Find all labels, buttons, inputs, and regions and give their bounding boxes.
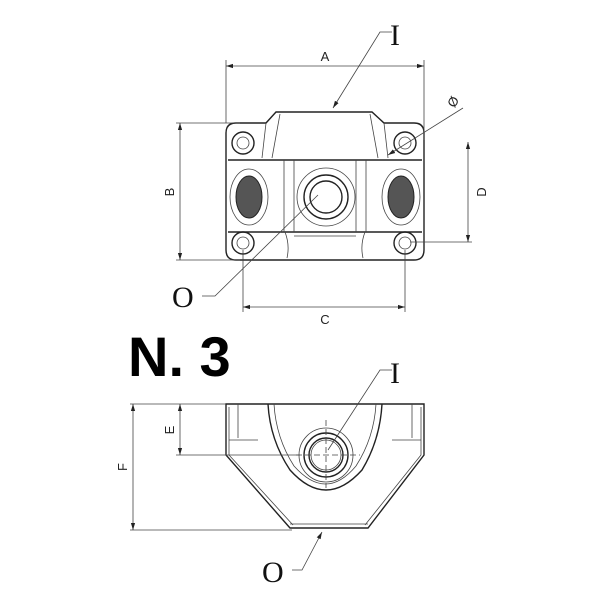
dim-d-label: D: [474, 187, 489, 196]
side-ports: [229, 168, 421, 226]
top-view: A B C D Ø I O: [162, 19, 489, 327]
outlet-label-side: O: [262, 556, 284, 589]
diameter-label: Ø: [444, 94, 462, 110]
inlet-label-top: I: [390, 19, 400, 52]
model-title: N. 3: [128, 325, 231, 388]
dim-f-label: F: [115, 463, 130, 471]
side-view: F E I O: [115, 357, 425, 589]
dim-c-label: C: [320, 312, 329, 327]
outlet-label-top: O: [172, 281, 194, 314]
dim-a-label: A: [321, 49, 330, 64]
dim-e-label: E: [162, 425, 177, 434]
side-port: [296, 420, 360, 488]
dim-b-label: B: [162, 188, 177, 197]
inlet-label-side: I: [390, 357, 400, 390]
center-port: [296, 167, 356, 227]
